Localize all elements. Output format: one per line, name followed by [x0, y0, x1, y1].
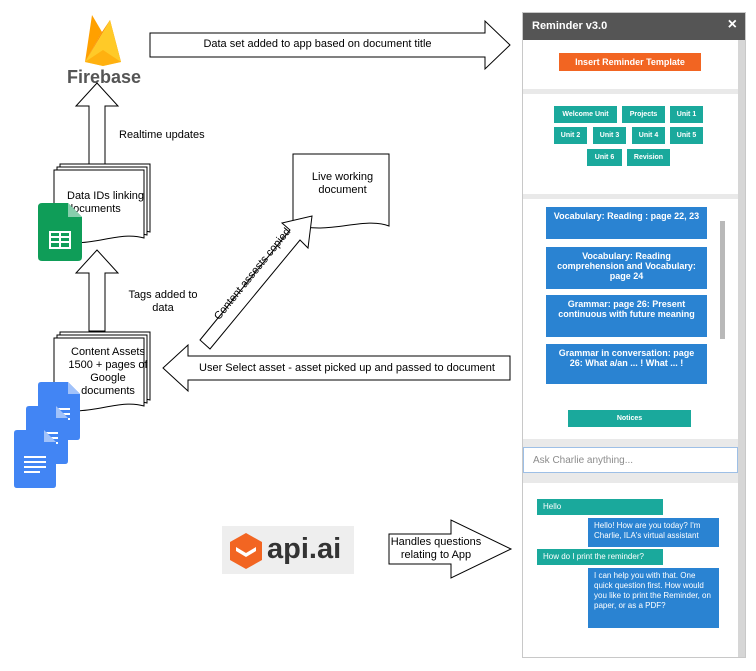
arrow-realtime — [74, 82, 120, 165]
arrow-realtime-label: Realtime updates — [119, 129, 205, 141]
live-document-text: Live working document — [311, 171, 374, 196]
arrow-handles-questions-label: Handles questions relating to App — [390, 536, 482, 561]
google-sheets-icon — [38, 203, 82, 261]
chat-message-bot: I can help you with that. One quick ques… — [588, 568, 719, 628]
insert-reminder-template-button[interactable]: Insert Reminder Template — [559, 53, 701, 71]
lessons-scrollbar[interactable] — [720, 221, 725, 339]
apiai-logo-box: api.ai — [222, 526, 354, 574]
sidebar-header: Reminder v3.0 × — [523, 13, 745, 40]
unit-button-projects[interactable]: Projects — [622, 106, 665, 123]
chat-message-user: Hello — [537, 499, 663, 515]
lesson-card[interactable]: Grammar: page 26: Present continuous wit… — [546, 295, 707, 337]
unit-button-unit-3[interactable]: Unit 3 — [593, 127, 626, 144]
sidebar-scrollbar[interactable] — [738, 40, 745, 657]
lesson-card[interactable]: Grammar in conversation: page 26: What a… — [546, 344, 707, 384]
insert-panel: Insert Reminder Template — [523, 40, 739, 89]
units-panel: Welcome Unit Projects Unit 1 Unit 2 Unit… — [523, 94, 739, 194]
unit-button-welcome[interactable]: Welcome Unit — [554, 106, 617, 123]
unit-button-unit-5[interactable]: Unit 5 — [670, 127, 703, 144]
notices-button[interactable]: Notices — [568, 410, 691, 427]
arrow-content-copied — [199, 215, 313, 350]
sidebar-title: Reminder v3.0 — [532, 20, 608, 32]
arrow-data-set — [149, 19, 511, 71]
lessons-panel: Vocabulary: Reading : page 22, 23 Vocabu… — [523, 199, 739, 439]
firebase-label: Firebase — [67, 67, 142, 87]
close-icon[interactable]: × — [727, 16, 737, 33]
unit-button-unit-6[interactable]: Unit 6 — [587, 149, 622, 166]
apiai-label: api.ai — [267, 533, 342, 565]
unit-button-revision[interactable]: Revision — [627, 149, 670, 166]
lesson-card[interactable]: Vocabulary: Reading : page 22, 23 — [546, 207, 707, 239]
unit-button-unit-2[interactable]: Unit 2 — [554, 127, 587, 144]
chat-panel: Hello Hello! How are you today? I'm Char… — [523, 483, 739, 657]
unit-button-unit-4[interactable]: Unit 4 — [632, 127, 665, 144]
reminder-sidebar: Reminder v3.0 × Insert Reminder Template… — [522, 12, 746, 658]
unit-button-unit-1[interactable]: Unit 1 — [670, 106, 703, 123]
lesson-card[interactable]: Vocabulary: Reading comprehension and Vo… — [546, 247, 707, 289]
google-docs-icon — [14, 382, 80, 488]
chat-message-bot: Hello! How are you today? I'm Charlie, I… — [588, 518, 719, 547]
data-ids-document-text: Data IDs linking documents — [67, 190, 145, 215]
arrow-tags — [74, 249, 120, 332]
content-assets-document-shape — [53, 331, 151, 412]
apiai-logo-icon — [230, 533, 262, 569]
arrow-user-select-label: User Select asset - asset picked up and … — [199, 362, 495, 374]
content-assets-document-text: Content Assets 1500 + pages of Google do… — [68, 346, 148, 397]
chat-message-user: How do I print the reminder? — [537, 549, 663, 565]
arrow-user-select — [162, 343, 511, 393]
arrow-data-set-label: Data set added to app based on document … — [203, 38, 432, 50]
ask-charlie-input[interactable] — [523, 447, 738, 473]
arrow-handles-questions — [388, 519, 513, 579]
firebase-logo-icon — [85, 15, 121, 66]
arrow-tags-label: Tags added to data — [128, 289, 198, 314]
